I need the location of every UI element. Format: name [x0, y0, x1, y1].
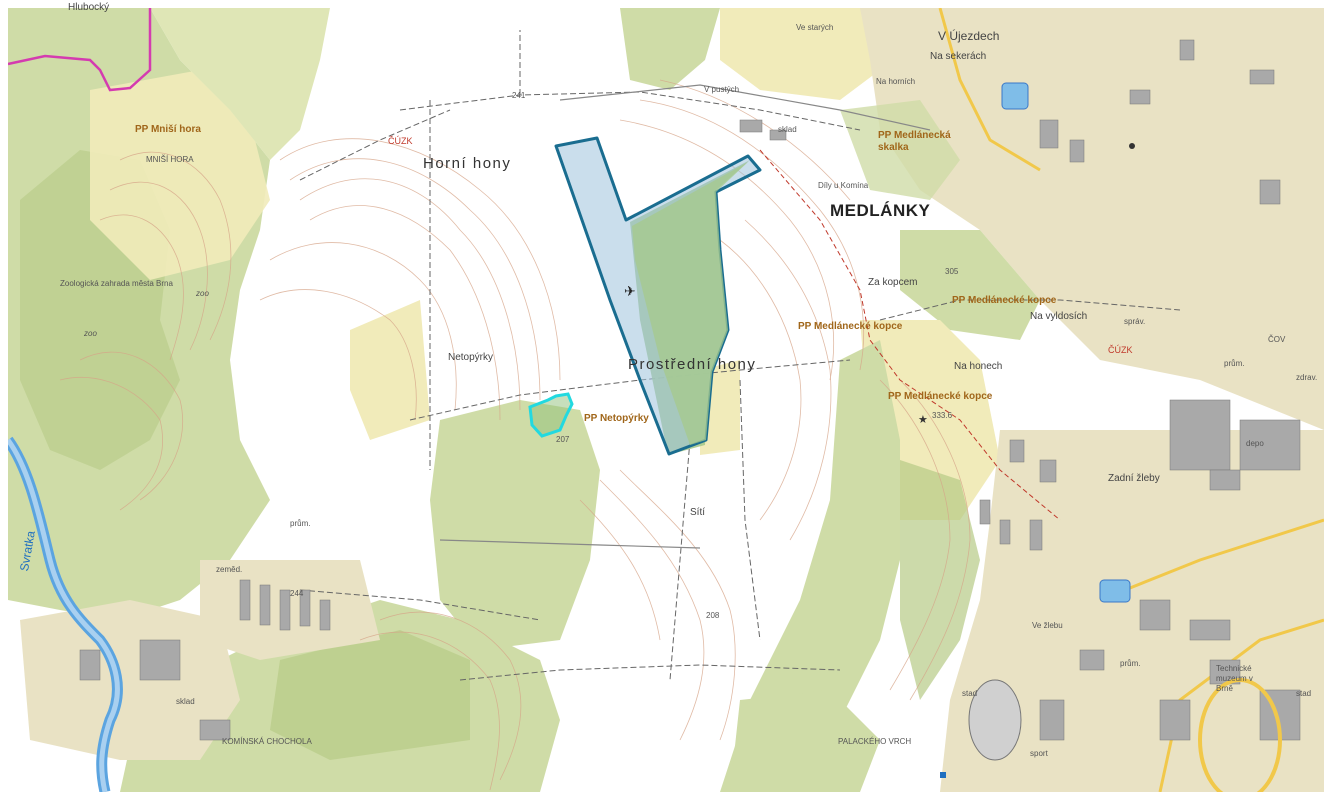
forest-area	[900, 230, 1040, 340]
locality-label: Zadní žleby	[1108, 473, 1160, 484]
forest-area	[840, 100, 960, 200]
landuse-label: sklad	[778, 125, 797, 134]
reserve-label-netopyrky: PP Netopýrky	[584, 413, 649, 424]
landmark-label: Technické muzeum v Brně	[1216, 664, 1253, 693]
reserve-label: PP Medlánecká skalka	[878, 130, 951, 153]
built-area	[20, 600, 240, 760]
elevation-label: 244	[290, 589, 304, 598]
elevation-label: 333.6	[932, 411, 953, 420]
locality-label: Za kopcem	[868, 277, 918, 288]
highlighted-parcel-green-inner	[632, 162, 748, 445]
field-label-netopyrky: Netopýrky	[448, 352, 494, 363]
cuzk-label: ČÚZK	[388, 136, 413, 146]
locality-label: Na honech	[954, 361, 1003, 372]
peak-label: MNIŠÍ HORA	[146, 155, 194, 164]
forest-dark-area	[270, 630, 470, 760]
elevation-label: 207	[556, 435, 570, 444]
meadow-area	[720, 8, 880, 100]
landuse-label: sport	[1030, 749, 1048, 758]
landuse-label: stad	[962, 689, 978, 698]
contour-lines	[59, 79, 971, 791]
zoo-label: zoo	[84, 329, 97, 338]
forest-area	[720, 340, 900, 792]
cuzk-marker	[1129, 143, 1135, 149]
town-label-medlanky: MEDLÁNKY	[830, 201, 931, 220]
landuse-label: depo	[1246, 439, 1264, 448]
landuse-label: ČOV	[1268, 335, 1286, 344]
forest-area	[150, 8, 330, 160]
locality-label: Na horních	[876, 77, 916, 86]
netopyrky-reserve-boundary	[528, 392, 574, 438]
locality-label: V pustých	[704, 85, 740, 94]
landuse-label: zdrav.	[1296, 373, 1318, 382]
locality-label: V Újezdech	[938, 29, 1000, 43]
stadium	[1198, 678, 1282, 792]
left-edge	[0, 0, 8, 792]
elevation-label: 208	[706, 611, 720, 620]
pond	[1099, 579, 1131, 603]
locality-label: Na vyldosích	[1030, 311, 1088, 322]
pond	[1001, 82, 1029, 110]
meadow-area	[90, 70, 270, 280]
landuse-label: prům.	[1120, 659, 1141, 668]
elevation-label: 241	[512, 91, 526, 100]
locality-label: Ve žlebu	[1032, 621, 1063, 630]
meadow-area	[350, 300, 430, 440]
field-label-siti: Sítí	[690, 507, 706, 518]
locality-label: Na sekerách	[930, 51, 987, 62]
forest-area	[430, 400, 600, 650]
locality-label: Hlubocký	[68, 2, 110, 13]
forest-dark-area	[900, 460, 980, 700]
roads-solid	[439, 84, 931, 549]
field-label-prostredni-hony: Prostřední hony	[628, 356, 757, 373]
locality-label: Ve starých	[796, 23, 834, 32]
admin-boundary	[7, 8, 152, 92]
top-edge	[0, 0, 1324, 8]
cuzk-label: ČÚZK	[1108, 345, 1133, 355]
landuse-label: sklad	[176, 697, 195, 706]
roads	[299, 30, 1181, 681]
landuse-label: prům.	[1224, 359, 1245, 368]
landuse-label: prům.	[290, 519, 311, 528]
elevation-label: 305	[945, 267, 959, 276]
reserve-label: PP Mniší hora	[135, 124, 201, 135]
landuse-label: správ.	[1124, 317, 1146, 326]
buildings	[79, 39, 1301, 741]
reserve-label: PP Medlánecké kopce	[952, 295, 1057, 306]
peak-star-icon: ★	[918, 413, 928, 426]
zoo-label: Zoologická zahrada města Brna	[60, 279, 173, 288]
locality-label: Díly u Komína	[818, 181, 869, 190]
peak-label: KOMÍNSKÁ CHOCHOLA	[222, 737, 312, 746]
field-label-horni-hony: Horní hony	[423, 155, 512, 172]
stadium	[968, 679, 1022, 761]
forest-area	[730, 690, 880, 792]
airfield-icon: ✈	[624, 284, 636, 300]
landuse-label: zeměd.	[216, 565, 243, 574]
district-boundary	[759, 149, 1061, 521]
info-marker	[940, 772, 946, 778]
peak-label: PALACKÉHO VRCH	[838, 737, 912, 746]
forest-area	[620, 8, 720, 90]
zoo-label: zoo	[196, 289, 209, 298]
reserve-label: PP Medlánecké kopce	[888, 391, 993, 402]
landuse-label: stad	[1296, 689, 1312, 698]
reserve-label: PP Medlánecké kopce	[798, 321, 903, 332]
